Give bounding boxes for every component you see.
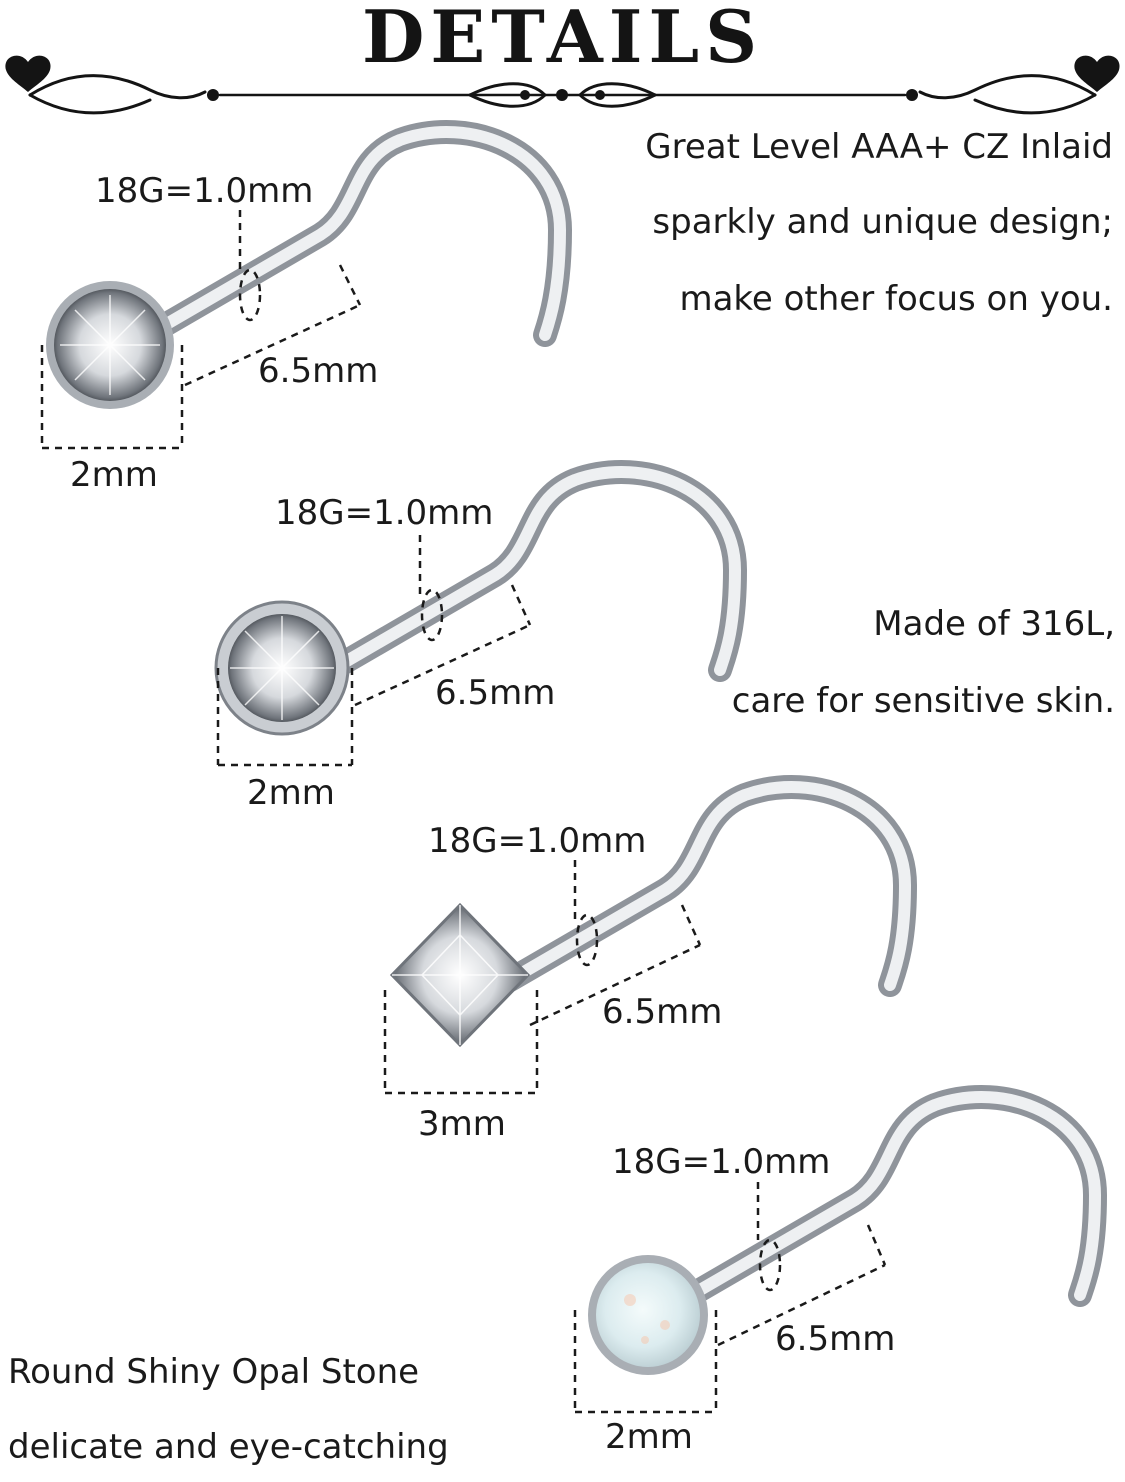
heart-right-icon — [1074, 55, 1120, 92]
page-title: DETAILS — [361, 0, 764, 79]
stud-3-length-label: 6.5mm — [602, 992, 723, 1032]
stud-2-gauge-label: 18G=1.0mm — [275, 493, 494, 533]
material-description-line-2: care for sensitive skin. — [731, 681, 1115, 721]
material-description-line-1: Made of 316L, — [873, 604, 1115, 644]
stud-3-size-label: 3mm — [418, 1104, 506, 1144]
stud-1-size-label: 2mm — [70, 455, 158, 495]
opal-icon — [596, 1263, 700, 1367]
opal-description-line-1: Round Shiny Opal Stone — [8, 1352, 420, 1392]
cz-description-line-2: sparkly and unique design; — [652, 202, 1113, 242]
nose-stud-2 — [214, 460, 748, 736]
stud-1-length-label: 6.5mm — [258, 351, 379, 391]
stud-4-length-label: 6.5mm — [775, 1319, 896, 1359]
stud-4-size-label: 2mm — [605, 1417, 693, 1457]
stud-4-gauge-label: 18G=1.0mm — [612, 1142, 831, 1182]
cz-description-line-1: Great Level AAA+ CZ Inlaid — [645, 127, 1113, 167]
stud-2-length-label: 6.5mm — [435, 673, 556, 713]
stud-3-gauge-label: 18G=1.0mm — [428, 821, 647, 861]
cz-description-line-3: make other focus on you. — [679, 279, 1113, 319]
nose-stud-4 — [588, 1085, 1108, 1375]
nose-stud-1 — [46, 120, 573, 409]
stud-2-size-label: 2mm — [247, 773, 335, 813]
stud-1-gauge-label: 18G=1.0mm — [95, 171, 314, 211]
opal-description-line-2: delicate and eye-catching — [8, 1427, 449, 1467]
heart-left-icon — [5, 55, 51, 92]
nose-stud-3 — [389, 775, 918, 1048]
